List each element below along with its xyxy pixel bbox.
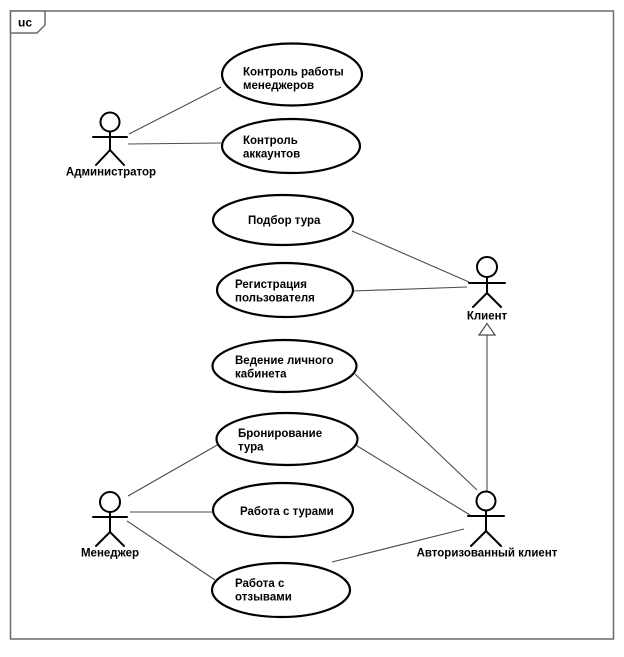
usecase-tour-selection: Подбор тура <box>211 193 355 247</box>
actor-label: Клиент <box>467 311 508 323</box>
usecase-label: Бронирование тура <box>238 428 325 454</box>
usecase-label: Ведение личного кабинета <box>235 355 337 381</box>
edge-tour-selection-client <box>351 230 470 283</box>
actor-manager: Менеджер <box>81 491 139 560</box>
actor-label: Администратор <box>66 167 156 179</box>
edge-personal-account-authorized-client <box>354 373 478 491</box>
usecase-user-registration: Регистрация пользователя <box>215 261 355 319</box>
actor-authorized-client: Авторизованный клиент <box>417 490 558 560</box>
diagram-frame <box>9 10 615 640</box>
frame-label-tab <box>9 10 46 34</box>
usecase-ellipse <box>215 261 355 319</box>
edge-user-registration-client <box>352 286 468 292</box>
actor-label: Менеджер <box>81 548 139 560</box>
actor-figure-icon <box>476 256 498 278</box>
usecase-ellipse <box>211 193 355 247</box>
usecase-label: Подбор тура <box>248 215 321 227</box>
actor-client: Клиент <box>467 256 508 323</box>
edge-tour-booking-authorized-client <box>353 443 471 516</box>
usecase-control-accounts: Контроль аккаунтов <box>220 117 362 175</box>
edge-work-reviews-authorized-client <box>331 528 465 563</box>
actor-figure-icon <box>99 111 121 133</box>
actor-label: Авторизованный клиент <box>417 548 558 560</box>
usecase-ellipse <box>211 338 358 394</box>
usecase-ellipse <box>210 561 352 619</box>
frame-label: uc <box>18 16 32 30</box>
usecase-tour-booking: Бронирование тура <box>215 411 359 467</box>
actor-figure-icon <box>99 491 121 513</box>
actor-administrator: Администратор <box>66 111 156 179</box>
usecase-work-with-tours: Работа с турами <box>211 481 355 539</box>
usecase-control-managers: Контроль работы менеджеров <box>220 42 364 107</box>
edge-manager-work-reviews <box>126 520 216 581</box>
generalization-arrowhead-icon <box>477 322 497 336</box>
usecase-label: Регистрация пользователя <box>235 279 315 305</box>
association-edges <box>126 86 478 581</box>
usecase-ellipse <box>220 117 362 175</box>
generalization-authorized-client-to-client <box>477 322 497 491</box>
usecase-ellipse <box>211 481 355 539</box>
usecase-label: Работа с отзывами <box>235 578 292 604</box>
usecase-label: Контроль работы менеджеров <box>243 67 347 93</box>
usecase-personal-account: Ведение личного кабинета <box>211 338 358 394</box>
usecase-work-with-reviews: Работа с отзывами <box>210 561 352 619</box>
usecase-ellipse <box>215 411 359 467</box>
usecase-label: Контроль аккаунтов <box>243 135 301 161</box>
actor-figure-icon <box>475 490 497 512</box>
usecase-ellipse <box>220 42 364 107</box>
edge-manager-tour-booking <box>127 443 220 497</box>
edge-administrator-control-accounts <box>127 142 222 145</box>
usecase-label: Работа с турами <box>240 506 334 518</box>
edge-administrator-control-managers <box>128 86 222 135</box>
